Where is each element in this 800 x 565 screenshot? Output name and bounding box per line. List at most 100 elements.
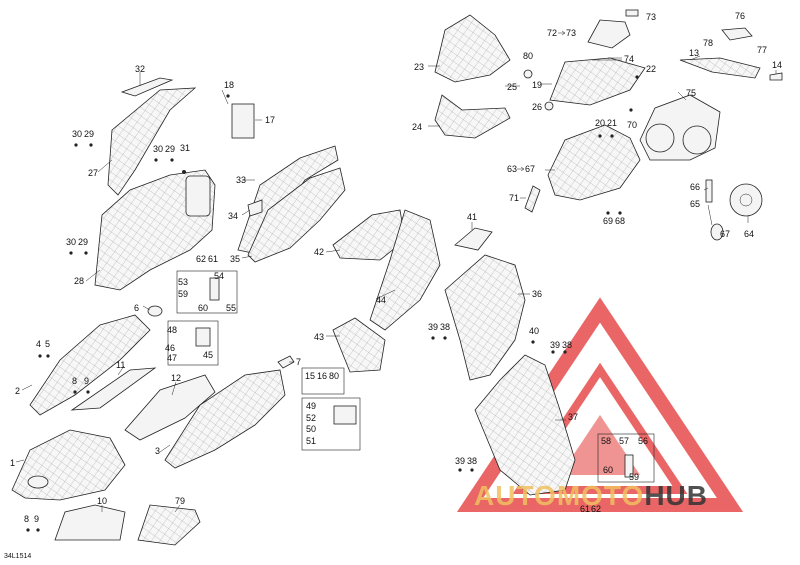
callout-62b: 62 [591, 504, 601, 514]
callout-46: 46 [165, 343, 175, 353]
callout-20: 20 [595, 118, 605, 128]
callout-36: 36 [532, 289, 542, 299]
part-19-frame [549, 57, 646, 106]
part-36-front-panel [444, 254, 526, 381]
detail-box-53-60 [176, 270, 238, 314]
callout-48: 48 [167, 325, 177, 335]
callout-39: 39 [428, 322, 438, 332]
callout-80b: 80 [329, 371, 339, 381]
callout-38c: 38 [467, 456, 477, 466]
part-64-horn [729, 183, 763, 217]
callout-44: 44 [376, 295, 386, 305]
callout-1: 1 [10, 458, 15, 468]
part-44-side-panel [369, 209, 441, 331]
part-34-clip [247, 199, 263, 217]
detail-box-46-48 [167, 320, 219, 366]
callout-74: 74 [624, 54, 634, 64]
callout-21: 21 [607, 118, 617, 128]
part-24-visor [434, 94, 511, 139]
callout-75: 75 [686, 88, 696, 98]
callout-60: 60 [603, 465, 613, 475]
callout-55: 55 [226, 303, 236, 313]
callout-29b: 29 [165, 144, 175, 154]
part-28-inner-panel [94, 169, 216, 291]
callout-52: 52 [306, 413, 316, 423]
part-3-lower-cover [164, 369, 286, 469]
callout-66: 66 [690, 182, 700, 192]
callout-11: 11 [116, 360, 125, 370]
detail-box-15-16 [301, 367, 345, 395]
callout-39c: 39 [455, 456, 465, 466]
callout-6: 6 [134, 303, 139, 313]
callout-28: 28 [74, 276, 84, 286]
callout-60b: 60 [198, 303, 208, 313]
callout-19: 19 [532, 80, 542, 90]
callout-30c: 30 [66, 237, 76, 247]
callout-57: 57 [619, 436, 629, 446]
part-71-vent [524, 185, 541, 213]
callout-32: 32 [135, 64, 145, 74]
callout-33: 33 [236, 175, 246, 185]
callout-38: 38 [440, 322, 450, 332]
callout-58: 58 [601, 436, 611, 446]
callout-67b: 67 [720, 229, 730, 239]
callout-23: 23 [414, 62, 424, 72]
part-41-cap [454, 227, 493, 251]
callout-29: 29 [84, 129, 94, 139]
part-79-grille [137, 504, 201, 546]
part-14-clip [769, 72, 783, 81]
callout-9b: 9 [34, 514, 39, 524]
part-65-bulb [710, 223, 724, 241]
callout-29c: 29 [78, 237, 88, 247]
part-1-emblem [27, 475, 49, 489]
part-48-bracket [195, 327, 211, 347]
callout-30: 30 [72, 129, 82, 139]
callout-30b: 30 [153, 144, 163, 154]
callout-9: 9 [84, 376, 89, 386]
part-75-lens-left [645, 123, 675, 153]
part-12-panel [124, 374, 216, 441]
callout-38b: 38 [562, 340, 572, 350]
callout-16: 16 [317, 371, 327, 381]
part-32-trim [120, 77, 174, 97]
part-76-bracket [721, 27, 753, 41]
callout-31: 31 [180, 143, 190, 153]
callout-3: 3 [155, 446, 160, 456]
callout-43: 43 [314, 332, 324, 342]
part-27-side-panel [107, 87, 197, 196]
callout-73: 73 [566, 28, 576, 38]
callout-34: 34 [228, 211, 238, 221]
part-35-panel [247, 167, 346, 263]
callout-37: 37 [568, 412, 578, 422]
callout-76: 76 [735, 11, 745, 21]
callout-8b: 8 [24, 514, 29, 524]
callout-54: 54 [214, 271, 224, 281]
part-6-knob [147, 305, 163, 317]
callout-50: 50 [306, 424, 316, 434]
callout-24: 24 [412, 122, 422, 132]
callout-12: 12 [171, 373, 181, 383]
callout-numbers: 1 2 3 4 5 6 7 8 9 8 9 10 11 12 13 14 15 … [10, 11, 782, 524]
part-73-clip [625, 9, 639, 17]
callout-7: 7 [296, 357, 301, 367]
callout-47: 47 [167, 353, 177, 363]
callout-65: 65 [690, 199, 700, 209]
callout-41: 41 [467, 212, 477, 222]
callout-17: 17 [265, 115, 275, 125]
watermark-brand-left: AUTOMOTO [474, 480, 645, 511]
part-66-bulb-holder [705, 179, 713, 203]
detail-box-56-60 [597, 433, 655, 483]
callout-78: 78 [703, 38, 713, 48]
part-10-cover [54, 504, 126, 541]
callout-72: 72 [547, 28, 557, 38]
part-1-nose-fairing [11, 429, 126, 501]
part-2-side-fairing [29, 314, 151, 416]
watermark-brand-right: HUB [644, 480, 708, 511]
part-57-switch [624, 454, 634, 478]
watermark-brand: AUTOMOTOHUB [474, 480, 708, 512]
callout-22: 22 [646, 64, 656, 74]
callout-18: 18 [224, 80, 234, 90]
part-49-plate [333, 405, 357, 425]
callout-61: 61 [208, 254, 218, 264]
